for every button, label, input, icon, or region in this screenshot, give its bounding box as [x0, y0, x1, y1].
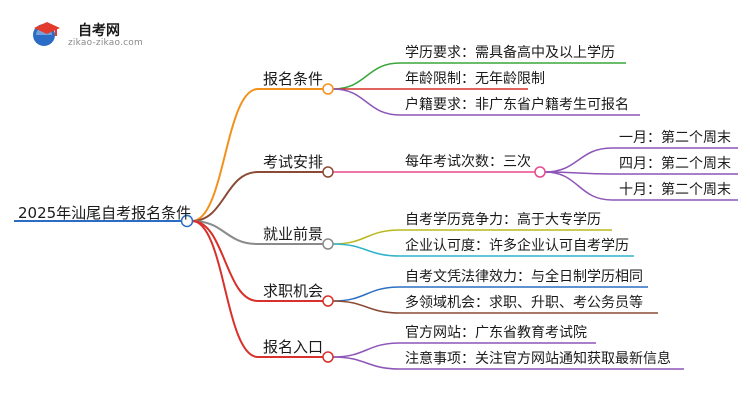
leaf-connector	[332, 356, 401, 370]
node-exams-per-year: 每年考试次数：三次	[405, 154, 531, 170]
leaf-official-website: 官方网站：广东省教育考试院	[405, 325, 587, 341]
branch-label-job-opportunities: 求职机会	[263, 282, 324, 300]
leaf-household-requirement: 户籍要求：非广东省户籍考生可报名	[405, 97, 629, 113]
leaf-connector	[332, 62, 401, 90]
leaf-notes: 注意事项：关注官方网站通知获取最新信息	[405, 351, 671, 367]
leaf-connector	[332, 243, 401, 257]
leaf-january-exam: 一月：第二个周末	[619, 130, 731, 146]
leaf-connector	[332, 300, 401, 314]
branch-node-circle	[322, 295, 334, 307]
branch-node-circle	[322, 351, 334, 363]
leaf-employer-recognition: 企业认可度：许多企业认可自考学历	[405, 238, 629, 254]
branch-connector	[191, 220, 259, 358]
leaf-april-exam: 四月：第二个周末	[619, 156, 731, 172]
exam-count-node-circle	[534, 166, 546, 178]
leaf-connector	[332, 88, 401, 116]
leaf-connector	[332, 342, 401, 358]
leaf-connector	[332, 229, 401, 245]
logo-subtitle: zikao-zikao.com	[68, 38, 143, 48]
branch-connector	[191, 220, 259, 302]
leaf-education-requirement: 学历要求：需具备高中及以上学历	[405, 45, 615, 61]
branch-connector	[191, 88, 259, 222]
graduation-cap-logo-icon	[33, 22, 60, 46]
leaf-connector	[332, 286, 401, 302]
branch-node-circle	[322, 238, 334, 250]
logo-title: 自考网	[78, 23, 120, 39]
month-connector	[544, 147, 613, 173]
branch-label-employment-prospects: 就业前景	[263, 225, 324, 243]
leaf-multi-field-opportunities: 多领域机会：求职、升职、考公务员等	[405, 295, 643, 311]
leaf-competitiveness: 自考学历竞争力：高于大专学历	[405, 212, 601, 228]
root-node-circle	[180, 214, 194, 228]
month-connector	[544, 171, 613, 201]
leaf-age-limit: 年龄限制：无年龄限制	[405, 71, 545, 87]
root-node-label: 2025年汕尾自考报名条件	[18, 204, 192, 222]
leaf-october-exam: 十月：第二个周末	[619, 182, 731, 198]
branch-label-registration-entry: 报名入口	[263, 338, 324, 356]
branch-node-circle	[322, 83, 334, 95]
leaf-legal-validity: 自考文凭法律效力：与全日制学历相同	[405, 269, 643, 285]
branch-node-circle	[322, 166, 334, 178]
branch-connector	[191, 220, 259, 245]
branch-label-exam-schedule: 考试安排	[263, 153, 324, 171]
branch-label-registration-conditions: 报名条件	[263, 70, 324, 88]
branch-connector	[191, 171, 259, 222]
